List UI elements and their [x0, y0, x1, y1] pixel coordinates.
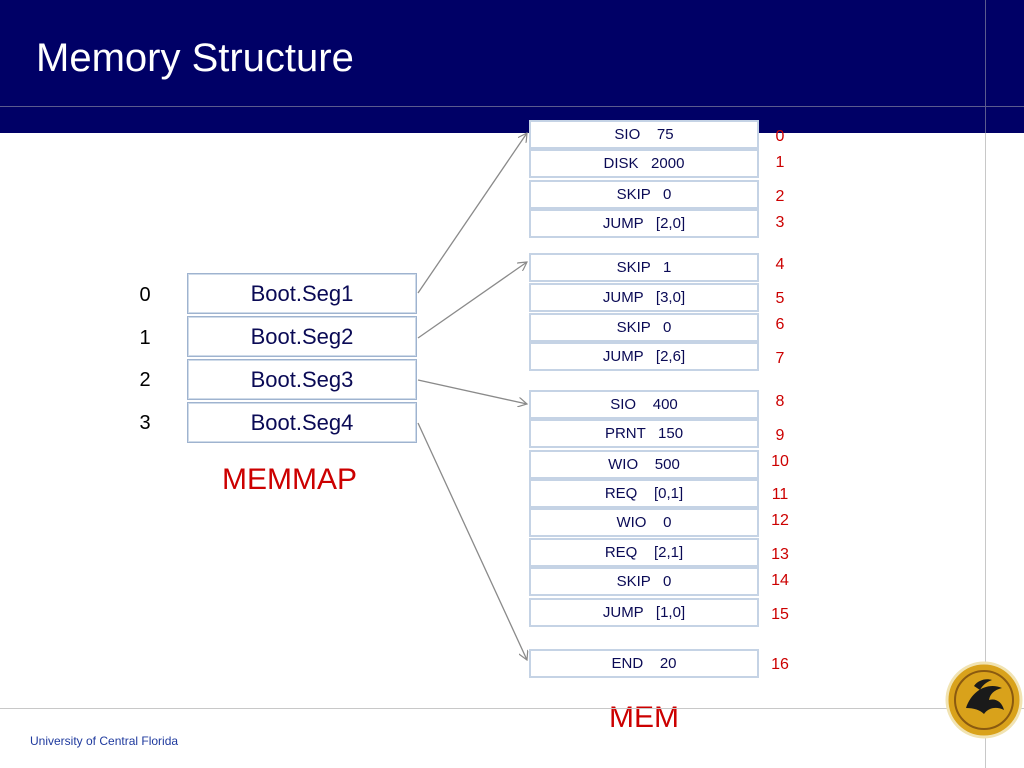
mem-cell: JUMP [2,0] — [529, 209, 759, 238]
mem-index: 3 — [775, 214, 785, 231]
mem-index: 4 — [775, 256, 785, 273]
mem-cell: SIO 400 — [529, 390, 759, 419]
mem-index: 9 — [775, 427, 785, 444]
memmap-label: MEMMAP — [222, 463, 357, 496]
mem-cell: WIO 500 — [529, 450, 759, 479]
mem-cell: REQ [0,1] — [529, 479, 759, 508]
mem-index: 10 — [771, 453, 789, 470]
mem-index: 11 — [771, 486, 789, 503]
mem-cell: SIO 75 — [529, 120, 759, 149]
arrow-seg3 — [417, 379, 527, 404]
mem-cell: SKIP 1 — [529, 253, 759, 282]
memmap-entry: Boot.Seg4 — [187, 402, 417, 443]
mem-cell: PRNT 150 — [529, 419, 759, 448]
mem-index: 0 — [775, 128, 785, 145]
mem-index: 13 — [771, 546, 789, 563]
right-rule-header — [985, 0, 986, 133]
right-rule — [985, 0, 986, 768]
mem-index: 5 — [775, 290, 785, 307]
mem-cell: SKIP 0 — [529, 567, 759, 596]
slide-title: Memory Structure — [36, 36, 354, 80]
mem-cell: JUMP [3,0] — [529, 283, 759, 312]
footer-text: University of Central Florida — [30, 734, 179, 748]
mem-cell: SKIP 0 — [529, 180, 759, 209]
memmap-entry: Boot.Seg1 — [187, 273, 417, 314]
memmap-index: 2 — [139, 369, 151, 391]
mem-cell: JUMP [1,0] — [529, 598, 759, 627]
mem-cell: SKIP 0 — [529, 313, 759, 342]
header-rule — [0, 106, 1024, 107]
mem-index: 2 — [775, 188, 785, 205]
footer-rule — [0, 708, 1024, 709]
mem-index: 15 — [771, 606, 789, 623]
mem-index: 12 — [771, 512, 789, 529]
mem-cell: REQ [2,1] — [529, 538, 759, 567]
mem-index: 16 — [771, 656, 789, 673]
arrow-seg1 — [417, 133, 527, 294]
memmap-index: 0 — [139, 284, 151, 306]
mem-label: MEM — [609, 701, 679, 734]
memmap-entry: Boot.Seg2 — [187, 316, 417, 357]
mem-index: 8 — [775, 393, 785, 410]
mem-cell: END 20 — [529, 649, 759, 678]
pegasus-logo-icon — [945, 661, 1023, 739]
arrow-seg4 — [417, 422, 527, 660]
mem-cell: WIO 0 — [529, 508, 759, 537]
memmap-index: 1 — [139, 327, 151, 349]
mem-index: 14 — [771, 572, 789, 589]
memmap-index: 3 — [139, 412, 151, 434]
arrow-seg2 — [417, 262, 527, 339]
mem-index: 1 — [775, 154, 785, 171]
mem-index: 6 — [775, 316, 785, 333]
mem-cell: DISK 2000 — [529, 149, 759, 178]
mem-index: 7 — [775, 350, 785, 367]
mem-cell: JUMP [2,6] — [529, 342, 759, 371]
memmap-entry: Boot.Seg3 — [187, 359, 417, 400]
header-band — [0, 0, 1024, 133]
